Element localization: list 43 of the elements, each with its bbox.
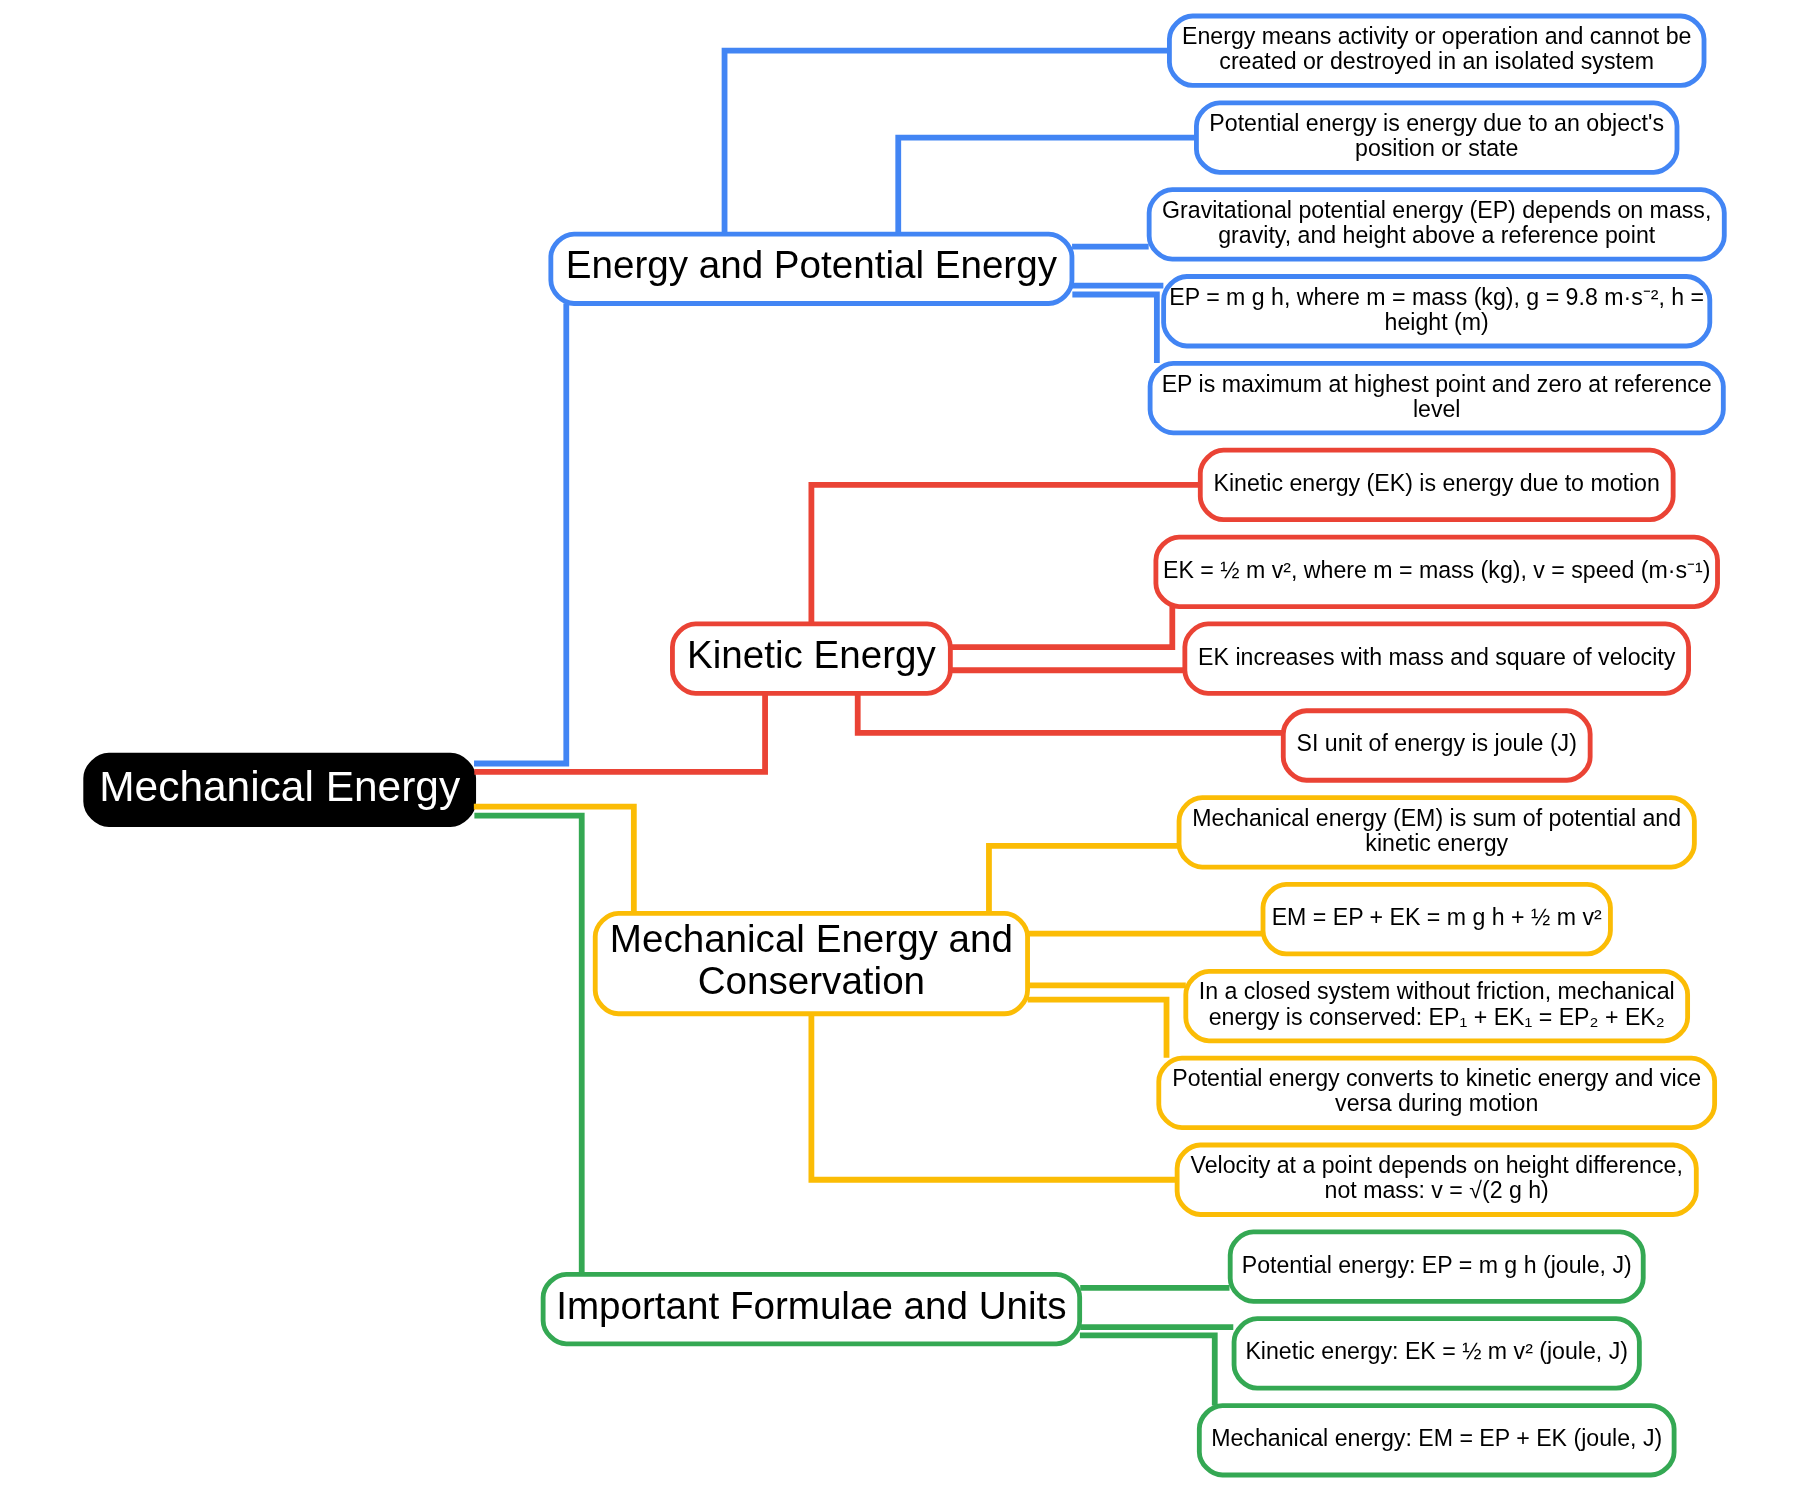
- node-box: Mechanical energy (EM) is sum of potential and kinetic energy: [1176, 795, 1697, 870]
- connector: [473, 693, 768, 775]
- connector: [1027, 982, 1186, 989]
- node-box: Potential energy converts to kinetic energy and vice versa during motion: [1155, 1055, 1717, 1131]
- connector: [1027, 930, 1263, 937]
- connector: [1071, 282, 1163, 289]
- connector: [473, 303, 569, 767]
- node-box: Potential energy is energy due to an object's position or state: [1193, 100, 1679, 175]
- node-box: Energy means activity or operation and cannot be created or destroyed in an isolated system: [1166, 13, 1706, 88]
- connector: [473, 812, 585, 1274]
- connector: [808, 482, 1199, 624]
- connector: [1079, 1284, 1229, 1291]
- connector: [1027, 996, 1169, 1058]
- node-box: Energy and Potential Energy: [547, 231, 1074, 306]
- node-box: EP = m g h, where m = mass (kg), g = 9.8 m·s⁻², h = height (m): [1160, 274, 1712, 349]
- connector: [1071, 243, 1149, 250]
- connector: [950, 667, 1184, 674]
- node-box: Kinetic Energy: [669, 621, 953, 696]
- node-box: EP is maximum at highest point and zero at reference level: [1147, 360, 1726, 436]
- connector: [808, 1014, 1177, 1183]
- node-box: Potential energy: EP = m g h (joule, J): [1227, 1229, 1646, 1304]
- node-box: Kinetic energy (EK) is energy due to motion: [1197, 447, 1676, 523]
- node-box: In a closed system without friction, mechanical energy is conserved: EP₁ + EK₁ = EP₂ + EK₂: [1182, 968, 1690, 1044]
- node-box: Mechanical Energy: [82, 752, 476, 828]
- connector: [985, 842, 1179, 913]
- connector: [1071, 291, 1160, 364]
- node-box: Gravitational potential energy (EP) depends on mass, gravity, and height above a reference point: [1146, 187, 1727, 262]
- node-box: Velocity at a point depends on height difference, not mass: v = √(2 g h): [1174, 1142, 1699, 1217]
- node-box: EM = EP + EK = m g h + ½ m v²: [1260, 882, 1613, 957]
- node-box: Mechanical energy: EM = EP + EK (joule, J): [1196, 1403, 1676, 1478]
- connector: [473, 803, 637, 914]
- connector: [949, 606, 1175, 650]
- node-box: Kinetic energy: EK = ½ m v² (joule, J): [1231, 1316, 1642, 1391]
- node-box: EK increases with mass and square of velocity: [1181, 621, 1691, 696]
- connector: [1079, 1332, 1218, 1406]
- node-box: SI unit of energy is joule (J): [1280, 708, 1593, 783]
- connector: [894, 134, 1196, 234]
- connector: [1079, 1324, 1233, 1330]
- connector: [721, 47, 1169, 234]
- connector: [854, 694, 1283, 736]
- node-box: EK = ½ m v², where m = mass (kg), v = speed (m·s⁻¹): [1153, 534, 1720, 609]
- node-box: Important Formulae and Units: [540, 1271, 1082, 1347]
- node-box: Mechanical Energy and Conservation: [592, 911, 1030, 1017]
